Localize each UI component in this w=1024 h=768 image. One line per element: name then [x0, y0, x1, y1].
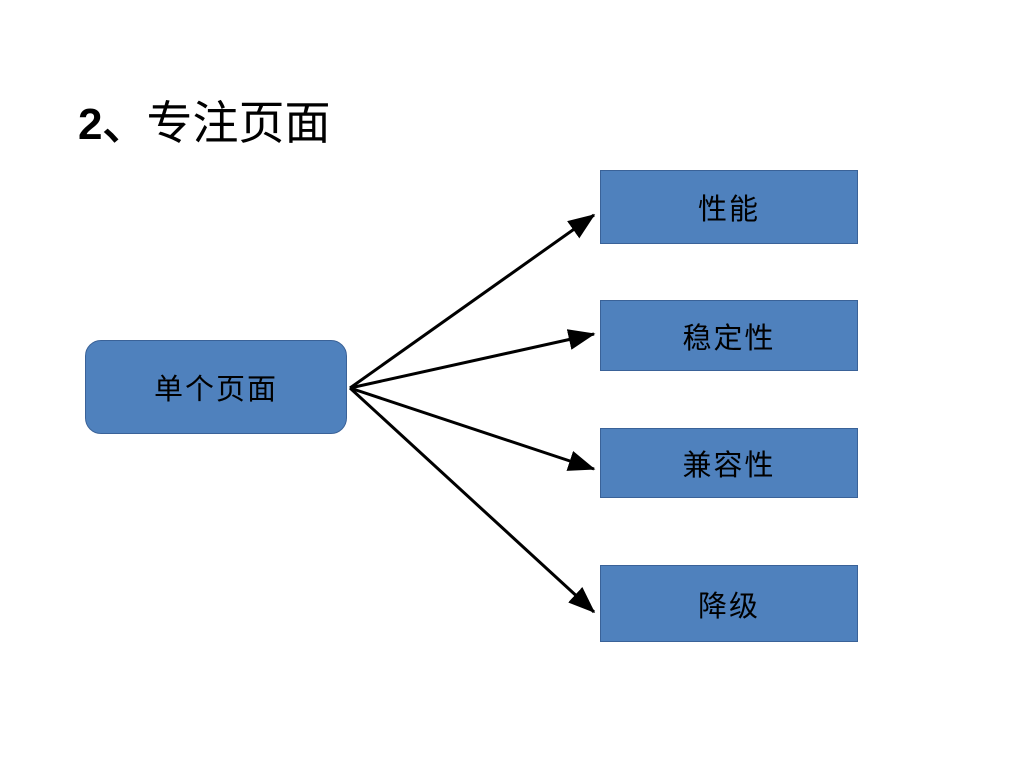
- node-target-stability[interactable]: 稳定性: [600, 300, 858, 371]
- node-source-single-page[interactable]: 单个页面: [85, 340, 347, 434]
- node-target-label: 兼容性: [682, 450, 776, 482]
- node-target-label: 性能: [697, 194, 760, 226]
- node-target-label: 降级: [697, 590, 760, 623]
- connector-arrow-degradation: [348, 386, 596, 614]
- node-target-degradation[interactable]: 降级: [600, 565, 858, 642]
- connector-arrow-stability: [349, 329, 596, 390]
- node-target-label: 稳定性: [682, 322, 776, 355]
- node-source-label: 单个页面: [153, 374, 278, 406]
- page-title-text: 专注页面: [146, 98, 331, 149]
- connector-arrow-compatibility: [349, 386, 596, 471]
- node-target-performance[interactable]: 性能: [600, 170, 858, 244]
- page-title-number: 2、: [78, 100, 147, 149]
- connector-arrow-performance: [349, 213, 596, 390]
- node-target-compatibility[interactable]: 兼容性: [600, 428, 858, 498]
- page-title: 2、专注页面: [78, 96, 330, 152]
